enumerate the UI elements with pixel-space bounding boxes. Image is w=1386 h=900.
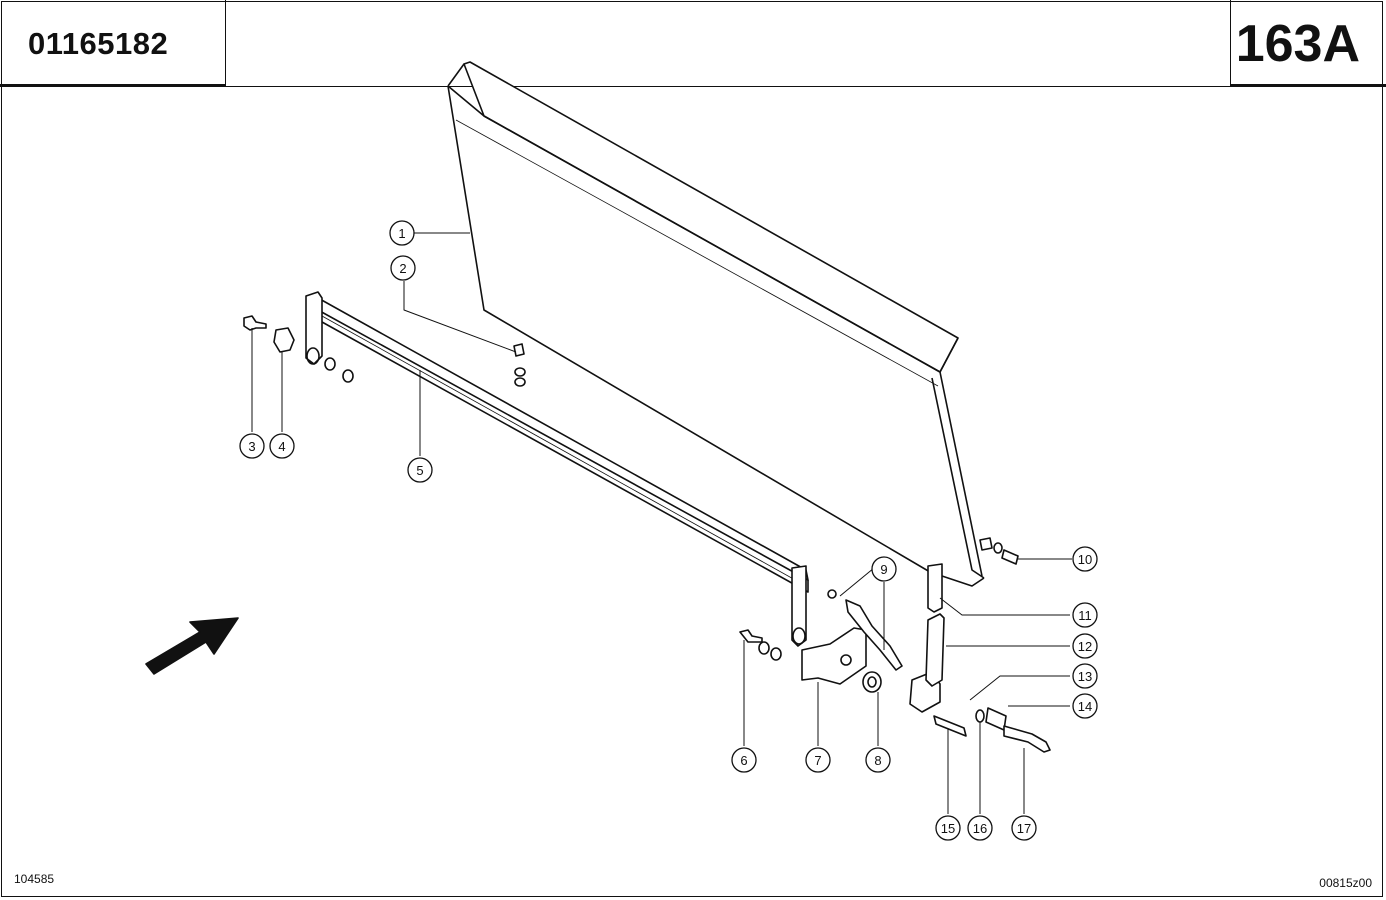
header-left-box bbox=[0, 0, 226, 86]
header-rule bbox=[0, 86, 1386, 87]
panel-part bbox=[447, 61, 985, 587]
callout-14: 14 bbox=[1072, 693, 1098, 719]
cross-bar-part bbox=[305, 291, 809, 647]
svg-text:11: 11 bbox=[1078, 608, 1092, 623]
callout-15: 15 bbox=[935, 815, 961, 841]
svg-text:1: 1 bbox=[398, 226, 405, 241]
callout-9: 9 bbox=[871, 556, 897, 582]
callout-3: 3 bbox=[239, 433, 265, 459]
callout-17: 17 bbox=[1011, 815, 1037, 841]
svg-text:13: 13 bbox=[1078, 669, 1092, 684]
leader-lines bbox=[251, 232, 1072, 814]
callout-1: 1 bbox=[389, 220, 415, 246]
callout-4: 4 bbox=[269, 433, 295, 459]
svg-text:5: 5 bbox=[416, 463, 423, 478]
svg-text:3: 3 bbox=[248, 439, 255, 454]
callout-11: 11 bbox=[1072, 602, 1098, 628]
direction-arrow-icon bbox=[145, 617, 239, 675]
callout-7: 7 bbox=[805, 747, 831, 773]
footer-left-ref: 104585 bbox=[14, 872, 55, 886]
svg-text:12: 12 bbox=[1078, 639, 1092, 654]
bracket-assembly bbox=[739, 537, 1051, 753]
svg-text:16: 16 bbox=[973, 821, 987, 836]
svg-text:2: 2 bbox=[399, 261, 406, 276]
callout-2: 2 bbox=[390, 255, 416, 281]
svg-text:6: 6 bbox=[740, 753, 747, 768]
callout-8: 8 bbox=[865, 747, 891, 773]
svg-text:7: 7 bbox=[814, 753, 821, 768]
svg-text:4: 4 bbox=[278, 439, 285, 454]
svg-text:8: 8 bbox=[874, 753, 881, 768]
callout-12: 12 bbox=[1072, 633, 1098, 659]
left-hardware bbox=[243, 315, 526, 387]
callout-6: 6 bbox=[731, 747, 757, 773]
callout-16: 16 bbox=[967, 815, 993, 841]
callout-5: 5 bbox=[407, 457, 433, 483]
footer-right-ref: 00815z00 bbox=[1319, 876, 1372, 890]
svg-text:14: 14 bbox=[1078, 699, 1092, 714]
callout-10: 10 bbox=[1072, 546, 1098, 572]
svg-text:17: 17 bbox=[1017, 821, 1031, 836]
header-right-box bbox=[1230, 0, 1386, 86]
svg-text:10: 10 bbox=[1078, 552, 1092, 567]
part-number: 01165182 bbox=[28, 26, 169, 61]
svg-text:9: 9 bbox=[880, 562, 887, 577]
svg-text:15: 15 bbox=[941, 821, 955, 836]
callout-13: 13 bbox=[1072, 663, 1098, 689]
page-code: 163A bbox=[1235, 15, 1360, 73]
